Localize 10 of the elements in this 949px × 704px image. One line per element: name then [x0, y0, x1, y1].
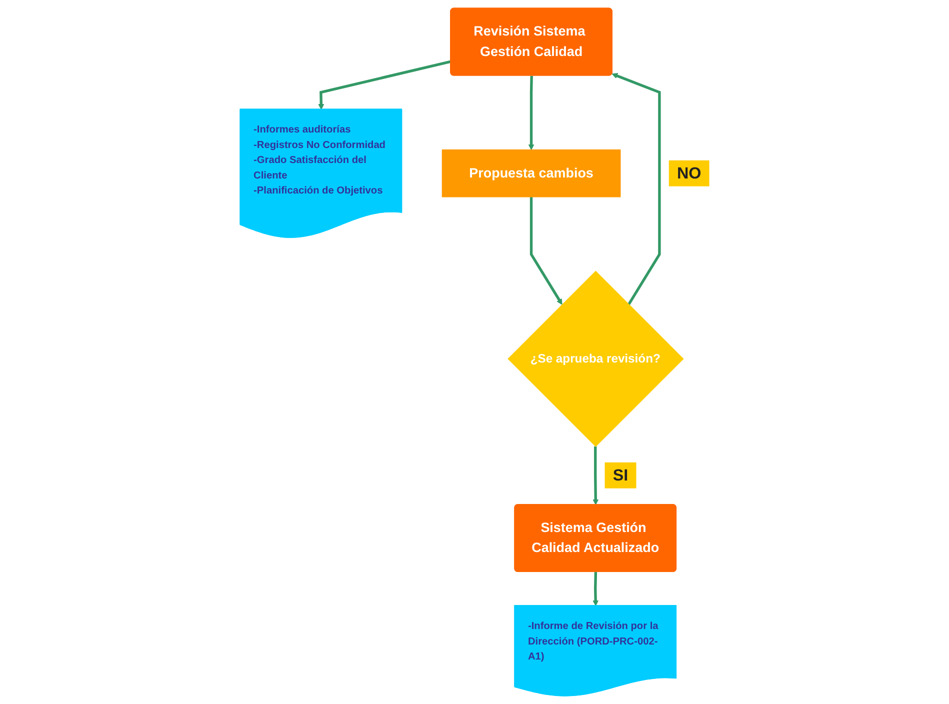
arrow: [592, 572, 598, 606]
edge-label: SI: [604, 462, 636, 488]
arrow: [528, 76, 534, 150]
node-box: Propuesta cambios: [442, 149, 621, 198]
arrow: [612, 73, 661, 306]
edge-label: NO: [668, 160, 710, 186]
arrow: [530, 196, 562, 305]
node-diamond: ¿Se aprueba revisión?: [507, 270, 684, 447]
arrow: [592, 446, 598, 505]
arrow: [318, 60, 451, 110]
